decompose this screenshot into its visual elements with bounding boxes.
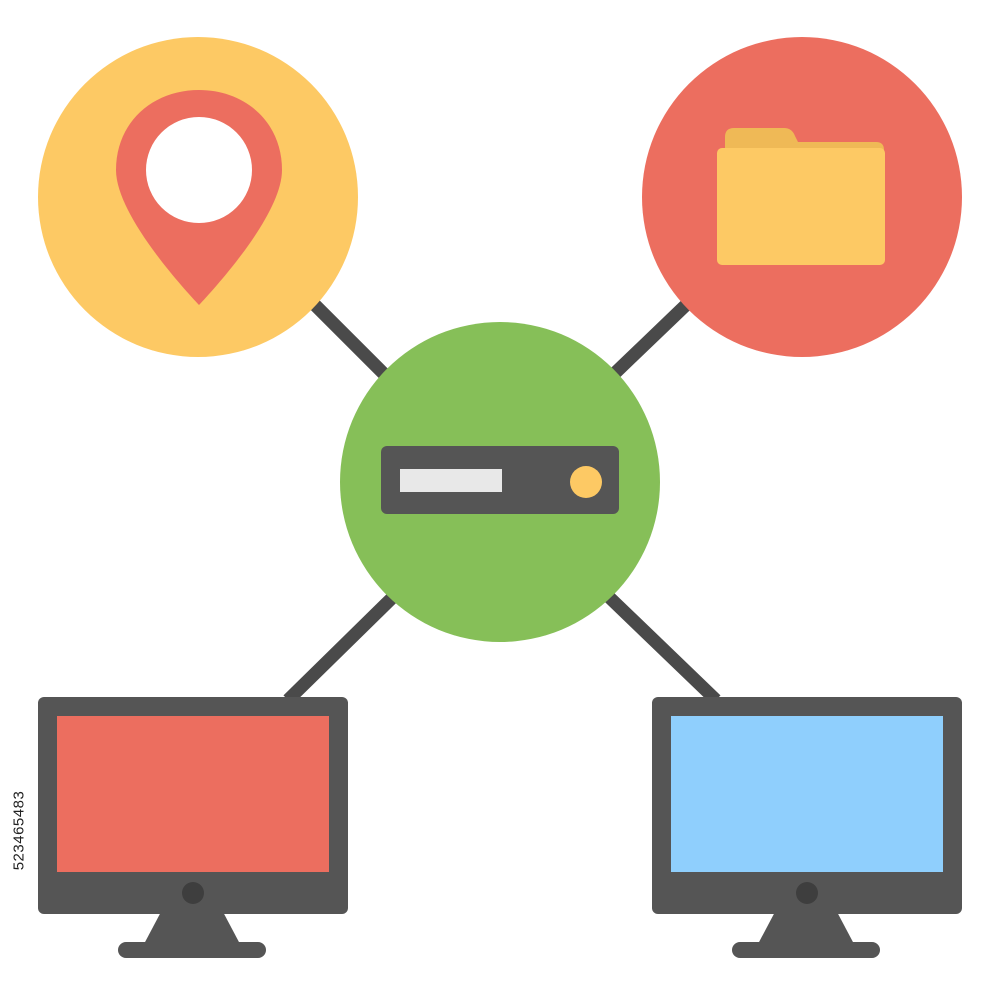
map-pin-icon [116,90,282,305]
server-slot [400,469,502,492]
connector-server-computer-left [283,592,398,705]
folder-icon [717,128,885,265]
monitor-stand [758,910,854,944]
computer-right-node [652,697,962,958]
monitor-screen [57,716,329,872]
computer-left-node [38,697,348,958]
folder-node [642,37,962,357]
monitor-icon [652,697,962,958]
stock-id-label: 523465483 [8,760,30,900]
location-node [38,37,358,357]
monitor-power-button [182,882,204,904]
monitor-power-button [796,882,818,904]
map-pin-hole [146,117,252,223]
server-led [570,466,602,498]
monitor-screen [671,716,943,872]
server-node [340,322,660,642]
monitor-base [732,942,880,958]
monitor-stand [144,910,240,944]
connectors [283,298,721,705]
connector-server-folder [608,298,693,380]
monitor-base [118,942,266,958]
folder-body [717,148,885,265]
monitor-icon [38,697,348,958]
stock-id-text: 523465483 [10,790,28,870]
connector-server-location [308,298,390,380]
connector-server-computer-right [604,592,721,705]
server-icon [381,446,619,514]
